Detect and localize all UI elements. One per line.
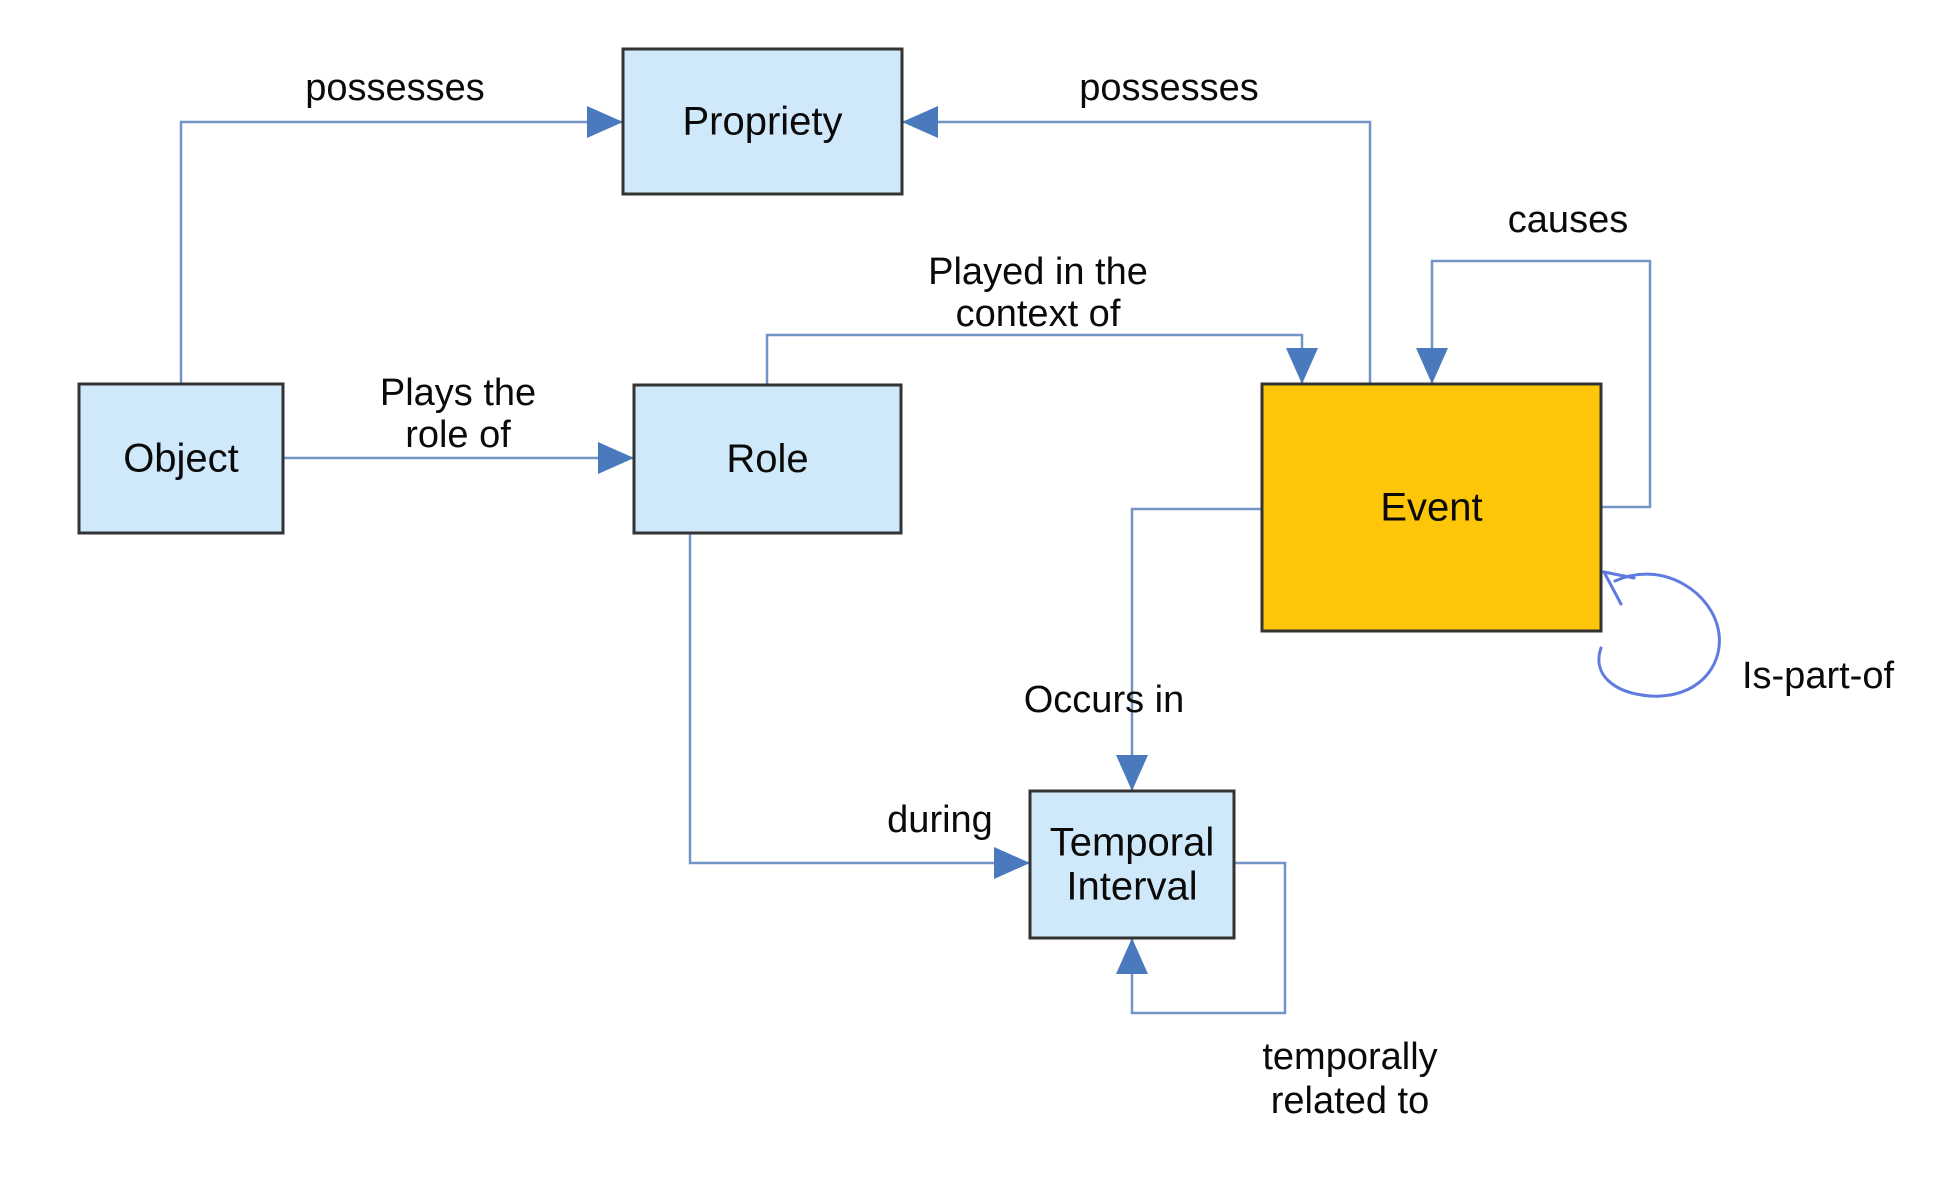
arrowhead-icon	[994, 847, 1030, 879]
node-object: Object	[77, 382, 285, 535]
edge-event-is-part-of-event: Is-part-of	[1597, 570, 1894, 698]
node-box	[1260, 382, 1603, 633]
open-arrowhead-icon	[1602, 570, 1623, 606]
node-label: Object	[123, 437, 239, 481]
arrowhead-icon	[1116, 938, 1148, 974]
arrowhead-icon	[598, 442, 634, 474]
edge-label: possesses	[305, 67, 485, 109]
edge-object-possesses-propriety: possesses	[179, 67, 623, 384]
node-label: Propriety	[682, 100, 842, 144]
edge-loop-curve	[1597, 572, 1721, 698]
edge-event-possesses-propriety: possesses	[902, 67, 1372, 384]
arrowhead-icon	[1416, 348, 1448, 384]
edge-line	[179, 120, 623, 384]
node-box	[621, 47, 904, 196]
edge-label: Occurs in	[1024, 679, 1184, 721]
edge-label: Is-part-of	[1742, 655, 1894, 697]
node-label: Role	[726, 437, 808, 481]
node-event: Event	[1260, 382, 1603, 633]
node-propriety: Propriety	[621, 47, 904, 196]
edge-label: possesses	[1079, 67, 1259, 109]
node-box	[632, 383, 903, 535]
edge-label: role of	[405, 414, 511, 456]
edge-label: related to	[1271, 1080, 1429, 1122]
edge-line	[765, 333, 1304, 385]
edge-event-causes-event: causes	[1416, 199, 1652, 509]
arrowhead-icon	[1286, 348, 1318, 384]
arrowhead-icon	[1116, 755, 1148, 791]
node-role: Role	[632, 383, 903, 535]
edge-label: Played in the	[928, 251, 1148, 293]
edge-label: temporally	[1262, 1036, 1437, 1078]
node-box	[77, 382, 285, 535]
edge-label: during	[887, 799, 993, 841]
edge-line	[1130, 507, 1262, 791]
edge-line	[688, 533, 1030, 865]
open-arrowhead-icon	[1602, 570, 1636, 580]
edge-label: causes	[1508, 199, 1628, 241]
arrowhead-icon	[587, 106, 623, 138]
node-label-line: Temporal	[1050, 821, 1215, 865]
edge-role-during-temporal-interval: during	[688, 533, 1030, 879]
edge-label: Plays the	[380, 372, 536, 414]
edge-label: context of	[956, 293, 1121, 335]
edge-line	[1130, 861, 1287, 1015]
node-label: Event	[1380, 486, 1482, 530]
node-box	[1028, 789, 1236, 940]
edge-line	[1430, 259, 1652, 509]
arrowhead-icon	[902, 106, 938, 138]
edge-event-occurs-in-temporal-interval: Occurs in	[1024, 507, 1262, 791]
node-label-line: Interval	[1066, 865, 1197, 909]
edge-line	[902, 120, 1372, 384]
